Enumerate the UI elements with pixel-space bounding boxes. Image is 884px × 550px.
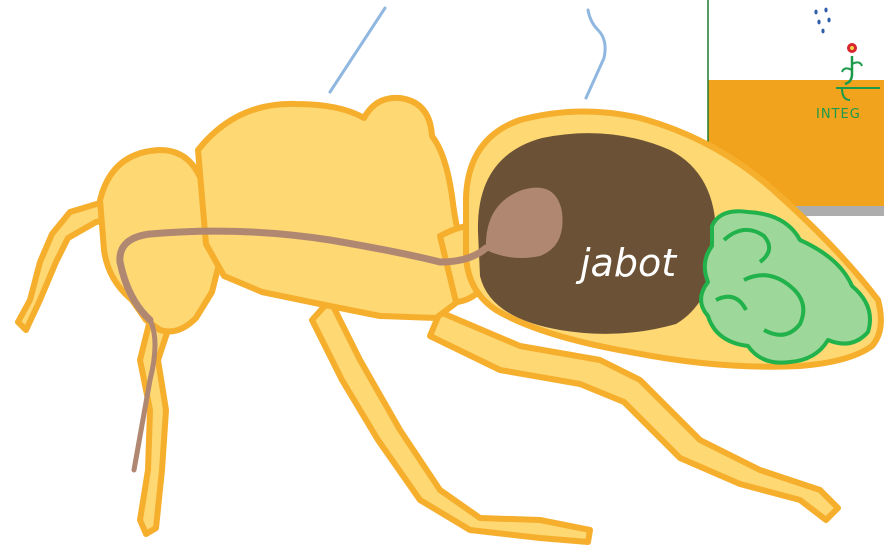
thorax: [198, 98, 470, 318]
gaster-glands: [701, 211, 870, 362]
leader-line-left: [330, 8, 385, 92]
logo-text: INTEG: [816, 107, 861, 122]
leader-line-bracket: [586, 10, 605, 98]
logo-card-top: [708, 0, 884, 80]
crop-label: jabot: [575, 241, 678, 285]
